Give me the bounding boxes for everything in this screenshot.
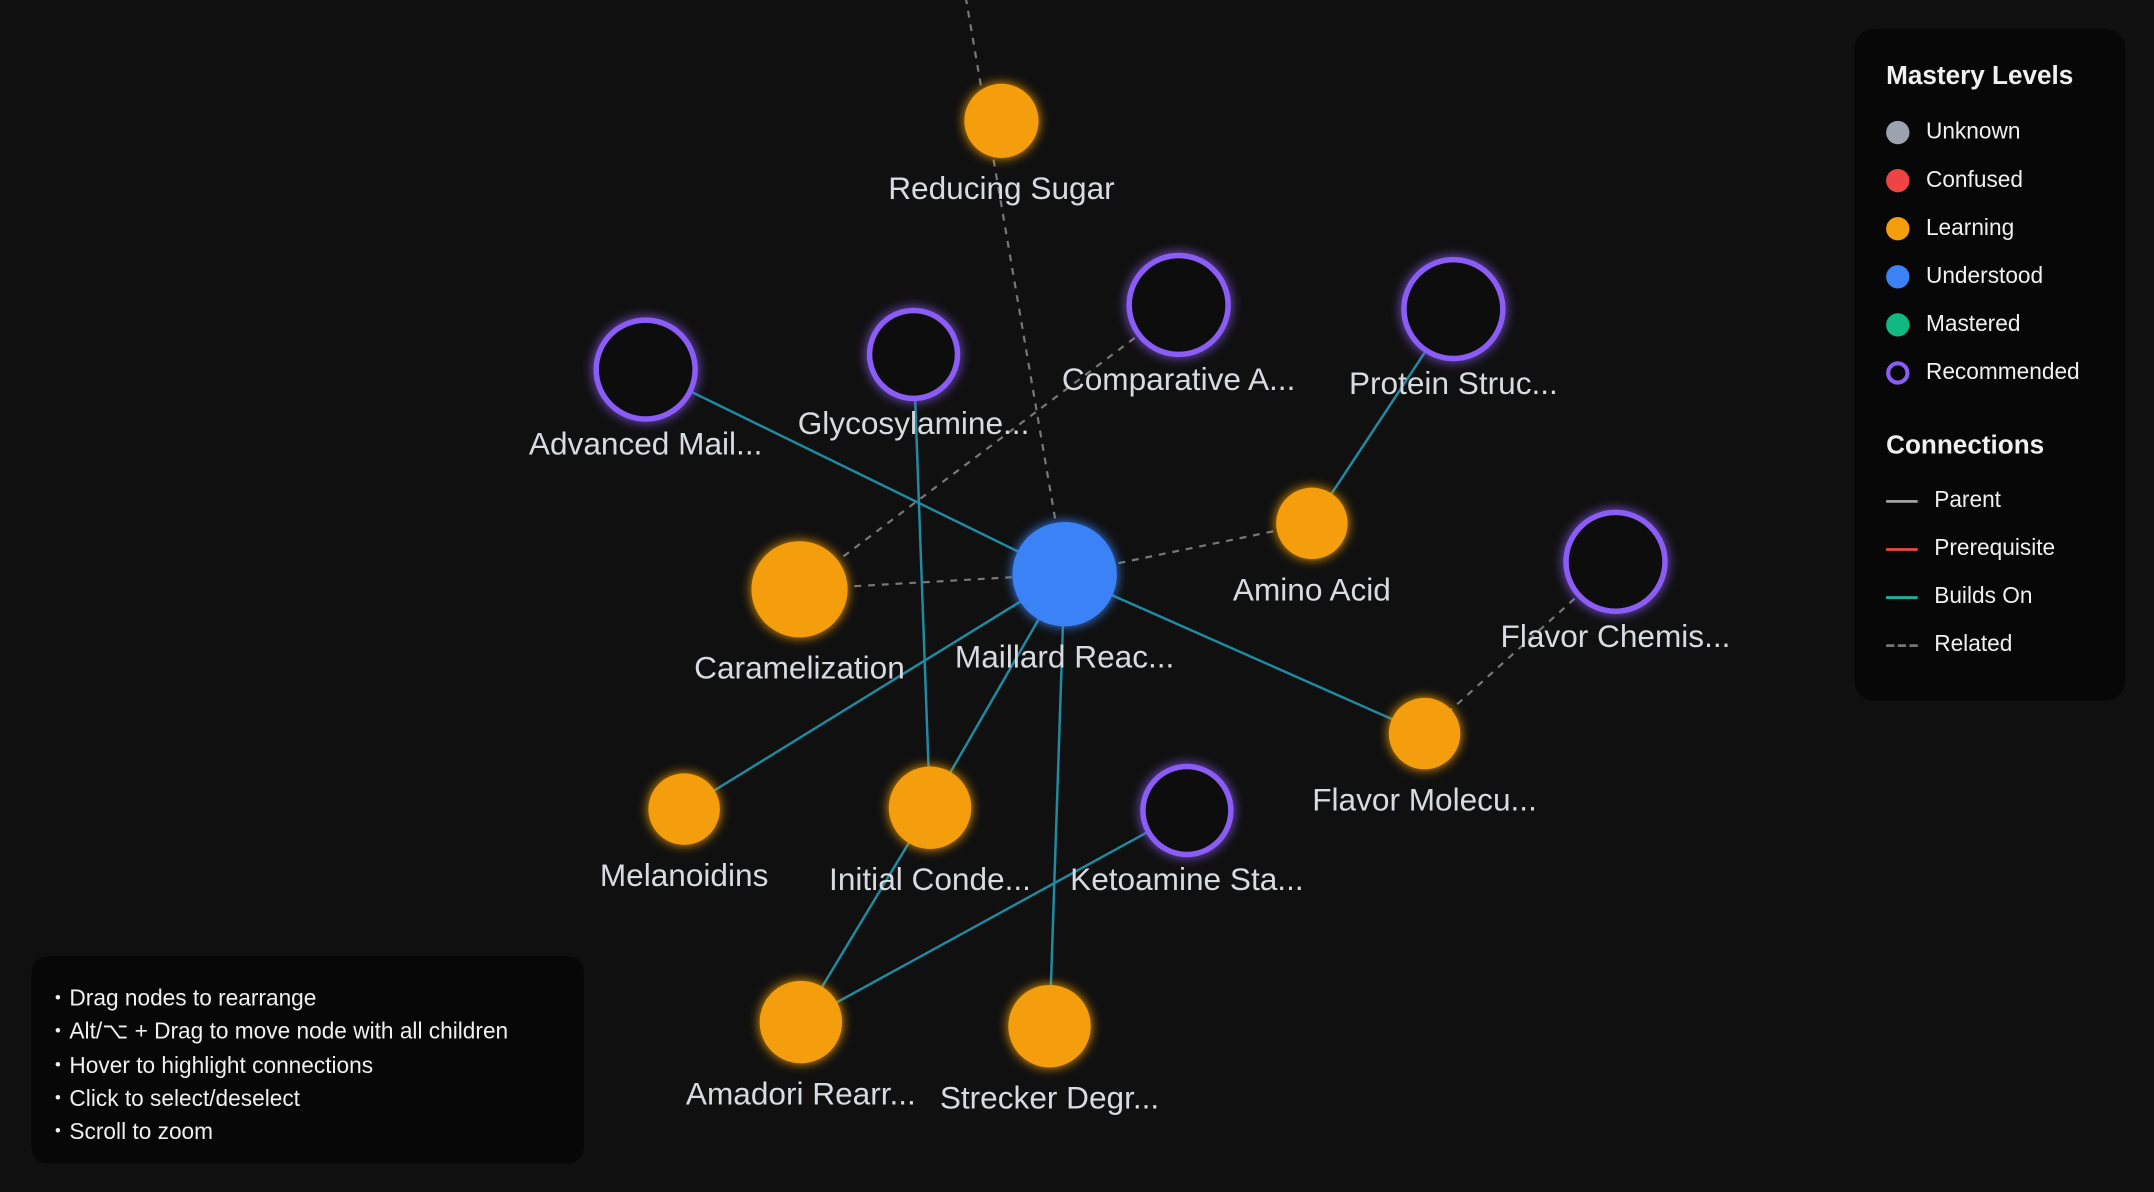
node-strecker[interactable]: Strecker Degr... xyxy=(940,984,1159,1116)
node-label: Amino Acid xyxy=(1233,571,1391,607)
node-caramel[interactable]: Caramelization xyxy=(694,541,905,686)
help-item: Drag nodes to rearrange xyxy=(55,982,584,1015)
node-label: Glycosylamine... xyxy=(798,405,1030,441)
node-label: Comparative A... xyxy=(1062,361,1295,397)
node-circle-learning[interactable] xyxy=(751,541,848,638)
learning-dot-icon xyxy=(1886,217,1910,241)
node-advanced[interactable]: Advanced Mail... xyxy=(529,317,762,462)
node-melanoidins[interactable]: Melanoidins xyxy=(600,773,769,893)
node-label: Protein Struc... xyxy=(1349,365,1558,401)
confused-dot-icon xyxy=(1886,168,1910,193)
node-circle-recommended[interactable] xyxy=(1563,509,1668,615)
node-circle-understood[interactable] xyxy=(1012,522,1117,627)
edge-builds-on-initial-amadori xyxy=(799,807,932,1023)
node-label: Advanced Mail... xyxy=(529,426,762,462)
edge-builds-on-ketoamine-amadori xyxy=(800,809,1188,1024)
legend-mastered: Mastered xyxy=(1886,301,2125,349)
help-item: Scroll to zoom xyxy=(55,1116,584,1149)
node-circle-recommended[interactable] xyxy=(593,317,698,422)
node-amino[interactable]: Amino Acid xyxy=(1233,487,1391,608)
node-label: Ketoamine Sta... xyxy=(1070,861,1303,897)
node-label: Caramelization xyxy=(694,650,905,686)
edge-builds-on-maillard-flavormol xyxy=(1064,573,1426,735)
legend-confused: Confused xyxy=(1886,157,2125,205)
node-circle-learning[interactable] xyxy=(888,766,972,849)
help-item: Alt/⌥ + Drag to move node with all child… xyxy=(55,1016,584,1049)
node-circle-learning[interactable] xyxy=(1388,697,1461,770)
edge-builds-on-advanced-maillard xyxy=(645,368,1066,576)
understood-dot-icon xyxy=(1886,265,1910,289)
legend-builds-on: Builds On xyxy=(1886,573,2125,621)
mastered-dot-icon xyxy=(1886,313,1910,337)
legend-label: Recommended xyxy=(1925,359,2080,385)
node-ketoamine[interactable]: Ketoamine Sta... xyxy=(1070,763,1304,898)
node-circle-recommended[interactable] xyxy=(1140,763,1234,858)
node-label: Strecker Degr... xyxy=(940,1080,1159,1116)
legend-related: Related xyxy=(1886,621,2125,669)
node-glyco[interactable]: Glycosylamine... xyxy=(798,307,1030,441)
node-flavormol[interactable]: Flavor Molecu... xyxy=(1312,697,1537,818)
legend-label: Unknown xyxy=(1925,119,2021,145)
node-comparative[interactable]: Comparative A... xyxy=(1062,252,1295,398)
node-circle-recommended[interactable] xyxy=(866,307,961,402)
node-circle-recommended[interactable] xyxy=(1401,256,1506,362)
node-label: Initial Conde... xyxy=(829,861,1031,897)
legend-learning: Learning xyxy=(1886,205,2125,253)
legend-recommended: Recommended xyxy=(1886,349,2125,397)
node-label: Flavor Molecu... xyxy=(1312,781,1537,817)
node-initial[interactable]: Initial Conde... xyxy=(829,766,1031,898)
prerequisite-line-icon xyxy=(1886,547,1918,551)
legend-prerequisite: Prerequisite xyxy=(1886,525,2125,573)
help-item: Hover to highlight connections xyxy=(55,1049,584,1082)
legend-label: Related xyxy=(1934,631,2013,657)
mastery-levels-title: Mastery Levels xyxy=(1886,61,2074,91)
edge-related-comparative-caramel xyxy=(798,304,1180,591)
related-dashed-line-icon xyxy=(1886,643,1918,647)
parent-line-icon xyxy=(1886,499,1918,503)
node-label: Flavor Chemis... xyxy=(1501,618,1731,654)
legend-label: Confused xyxy=(1925,167,2023,193)
node-amadori[interactable]: Amadori Rearr... xyxy=(686,980,916,1112)
node-label: Amadori Rearr... xyxy=(686,1075,916,1111)
edge-builds-on-maillard-strecker xyxy=(1048,574,1066,1027)
node-label: Reducing Sugar xyxy=(888,170,1114,206)
node-circle-learning[interactable] xyxy=(964,83,1039,158)
node-maillard[interactable]: Maillard Reac... xyxy=(955,522,1174,675)
help-item: Click to select/deselect xyxy=(55,1082,584,1115)
legend-label: Mastered xyxy=(1925,311,2021,337)
builds-on-line-icon xyxy=(1886,595,1918,599)
node-circle-learning[interactable] xyxy=(648,773,720,845)
legend-unknown: Unknown xyxy=(1886,109,2125,157)
legend-label: Builds On xyxy=(1934,583,2033,609)
connections-title: Connections xyxy=(1886,431,2045,461)
legend-label: Parent xyxy=(1934,487,2001,513)
node-circle-learning[interactable] xyxy=(1276,487,1348,560)
legend-panel: Mastery Levels Unknown Confused Learning… xyxy=(1854,28,2126,701)
legend-label: Prerequisite xyxy=(1934,535,2056,561)
edge-builds-on-glyco-initial xyxy=(912,354,932,808)
unknown-dot-icon xyxy=(1886,120,1910,145)
help-panel: Drag nodes to rearrange Alt/⌥ + Drag to … xyxy=(31,956,584,1164)
node-label: Maillard Reac... xyxy=(955,639,1174,675)
edge-related-offscreen-maillard xyxy=(965,0,1066,575)
legend-label: Understood xyxy=(1925,263,2044,289)
legend-parent: Parent xyxy=(1886,477,2125,525)
legend-label: Learning xyxy=(1925,215,2015,241)
node-circle-learning[interactable] xyxy=(759,980,843,1064)
node-reducing[interactable]: Reducing Sugar xyxy=(888,83,1115,206)
node-circle-learning[interactable] xyxy=(1008,984,1091,1068)
recommended-ring-icon xyxy=(1886,361,1910,385)
node-protein[interactable]: Protein Struc... xyxy=(1349,256,1558,402)
legend-understood: Understood xyxy=(1886,253,2125,301)
node-circle-recommended[interactable] xyxy=(1126,252,1231,358)
node-flavorchem[interactable]: Flavor Chemis... xyxy=(1501,509,1731,654)
node-label: Melanoidins xyxy=(600,857,769,893)
edge-builds-on-maillard-melanoidins xyxy=(683,573,1066,811)
